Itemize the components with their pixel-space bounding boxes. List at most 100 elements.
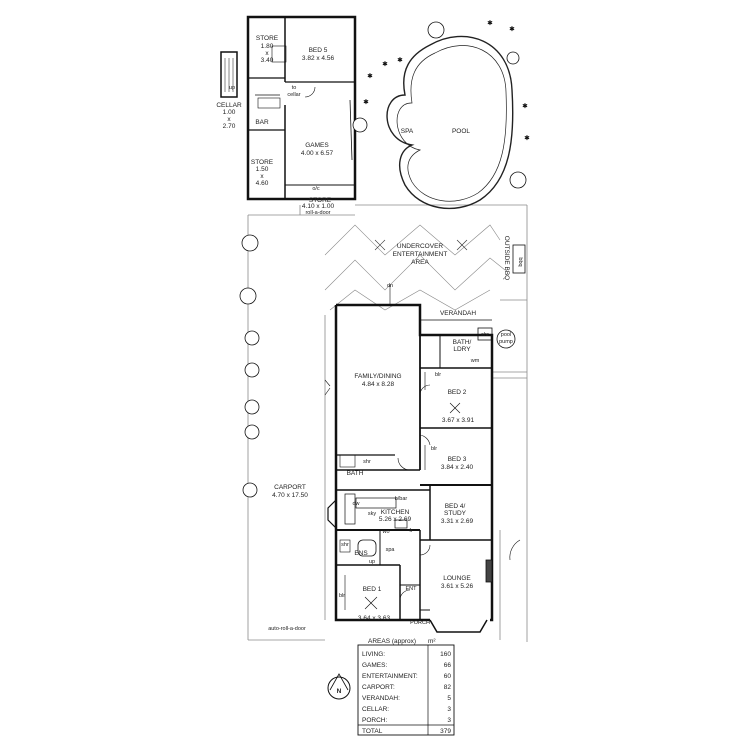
label-entertainment-2: ENTERTAINMENT xyxy=(393,251,448,258)
bbq-box xyxy=(512,244,526,274)
svg-text:✶: ✶ xyxy=(367,72,373,80)
label-bed3: BED 3 xyxy=(448,456,467,463)
dims-store-top-2: x xyxy=(265,50,269,57)
label-fr: fr xyxy=(409,528,413,534)
area-row-entertainment-label: ENTERTAINMENT: xyxy=(362,673,418,680)
label-bed2: BED 2 xyxy=(448,389,467,396)
label-shr-ldry: shr xyxy=(481,332,489,338)
label-shr-bath: shr xyxy=(363,459,371,465)
dims-bed5: 3.82 x 4.56 xyxy=(302,55,335,62)
label-pool-pump-1: pool xyxy=(501,332,511,338)
label-wo: wo xyxy=(381,529,389,535)
boundary-lines xyxy=(247,204,528,642)
label-games: GAMES xyxy=(305,142,329,149)
tree-icons: ✶ ✶ ✶ ✶ ✶ ✶ ✶ ✶ xyxy=(239,19,531,498)
north-compass-icon: N xyxy=(327,673,351,700)
area-row-carport-label: CARPORT: xyxy=(362,684,395,691)
area-row-verandah-label: VERANDAH: xyxy=(362,695,400,702)
dims-bed3: 3.84 x 2.40 xyxy=(441,464,474,471)
area-row-entertainment-value: 60 xyxy=(444,673,452,680)
label-entertainment-1: UNDERCOVER xyxy=(397,243,444,250)
dims-cellar-2: x xyxy=(227,116,231,123)
label-ent: ENT xyxy=(406,586,418,592)
area-row-games-value: 66 xyxy=(444,662,452,669)
label-to-cellar-1: to xyxy=(292,85,297,91)
label-blr-bed2: blr xyxy=(435,372,441,378)
label-entertainment-3: AREA xyxy=(411,259,429,266)
pool-pump-icon xyxy=(496,329,516,349)
label-store-top: STORE xyxy=(256,35,279,42)
compass-label: N xyxy=(337,688,342,695)
area-row-cellar-label: CELLAR: xyxy=(362,706,389,713)
label-store-bottom: STORE xyxy=(309,197,332,204)
pool xyxy=(386,35,514,210)
dims-bed1: 3.64 x 3.63 xyxy=(358,615,391,622)
svg-text:✶: ✶ xyxy=(509,25,515,33)
label-carport: CARPORT xyxy=(274,484,306,491)
dims-cellar-1: 1.00 xyxy=(223,109,236,116)
area-row-cellar-value: 3 xyxy=(447,706,451,713)
label-bbar: b/bar xyxy=(395,496,408,502)
label-blr-bed1: blr xyxy=(339,593,345,599)
dims-lounge: 3.61 x 5.26 xyxy=(441,583,474,590)
label-dn: dn xyxy=(387,283,393,289)
area-row-living-label: LIVING: xyxy=(362,651,385,658)
label-dw: dw xyxy=(352,501,359,507)
label-bed4-1: BED 4/ xyxy=(445,503,466,510)
label-oc: o/c xyxy=(312,186,320,192)
dims-kitchen: 5.26 x 2.69 xyxy=(379,516,412,523)
label-outside-bbq: OUTSIDE BBQ xyxy=(503,236,510,280)
areas-unit: m² xyxy=(428,638,436,645)
label-bbq-box: bbq xyxy=(517,257,523,266)
room-labels: STORE 1.80 x 3.40 BED 5 3.82 x 4.56 to c… xyxy=(216,35,523,632)
dims-cellar-3: 2.70 xyxy=(223,123,236,130)
svg-text:✶: ✶ xyxy=(363,98,369,106)
label-bed4-2: STUDY xyxy=(444,510,467,517)
area-row-porch-label: PORCH: xyxy=(362,717,387,724)
label-pool-pump-2: pump xyxy=(499,339,513,345)
label-cellar-up: up xyxy=(229,85,235,91)
house-walls xyxy=(304,86,521,633)
label-spa: SPA xyxy=(401,128,414,135)
note-store-bottom: roll-a-door xyxy=(305,210,330,216)
area-row-living-value: 160 xyxy=(440,651,451,658)
areas-title: AREAS (approx) xyxy=(368,638,416,645)
label-sky: sky xyxy=(368,511,377,517)
label-verandah: VERANDAH xyxy=(440,310,476,317)
area-total-value: 379 xyxy=(440,728,451,735)
label-family: FAMILY/DINING xyxy=(354,373,401,380)
cellar-box xyxy=(220,51,238,98)
area-total-label: TOTAL xyxy=(362,728,383,735)
svg-text:✶: ✶ xyxy=(382,60,388,68)
area-row-porch-value: 3 xyxy=(447,717,451,724)
areas-table: AREAS (approx) m² LIVING: 160 GAMES: 66 … xyxy=(357,638,455,736)
dims-store-bottom: 4.10 x 1.00 xyxy=(302,203,335,210)
dims-bed2: 3.67 x 3.91 xyxy=(442,417,475,424)
label-up-ens: up xyxy=(369,559,375,565)
label-lounge: LOUNGE xyxy=(443,575,471,582)
label-wm: wm xyxy=(470,358,480,364)
label-spa-small: spa xyxy=(386,547,396,553)
entertainment-area xyxy=(324,224,506,311)
svg-text:✶: ✶ xyxy=(522,102,528,110)
label-shr-ens: shr xyxy=(341,542,349,548)
label-cellar: CELLAR xyxy=(216,102,242,109)
dims-store-mid-2: x xyxy=(260,173,264,180)
label-to-cellar-2: cellar xyxy=(287,92,300,98)
dims-carport: 4.70 x 17.50 xyxy=(272,492,308,499)
dims-store-top-1: 1.80 xyxy=(261,43,274,50)
dims-store-top-3: 3.40 xyxy=(261,57,274,64)
label-porch: PORCH xyxy=(410,620,430,626)
label-bed1: BED 1 xyxy=(363,586,382,593)
label-store-mid: STORE xyxy=(251,159,274,166)
svg-text:✶: ✶ xyxy=(397,56,403,64)
label-ens: ENS xyxy=(354,550,368,557)
area-row-verandah-value: 5 xyxy=(447,695,451,702)
label-auto-door: auto-roll-a-door xyxy=(268,626,306,632)
area-row-carport-value: 82 xyxy=(444,684,452,691)
dims-bed4: 3.31 x 2.69 xyxy=(441,518,474,525)
label-bath: BATH xyxy=(347,470,364,477)
label-bath-ldry-1: BATH/ xyxy=(453,339,472,346)
label-bed5: BED 5 xyxy=(309,47,328,54)
